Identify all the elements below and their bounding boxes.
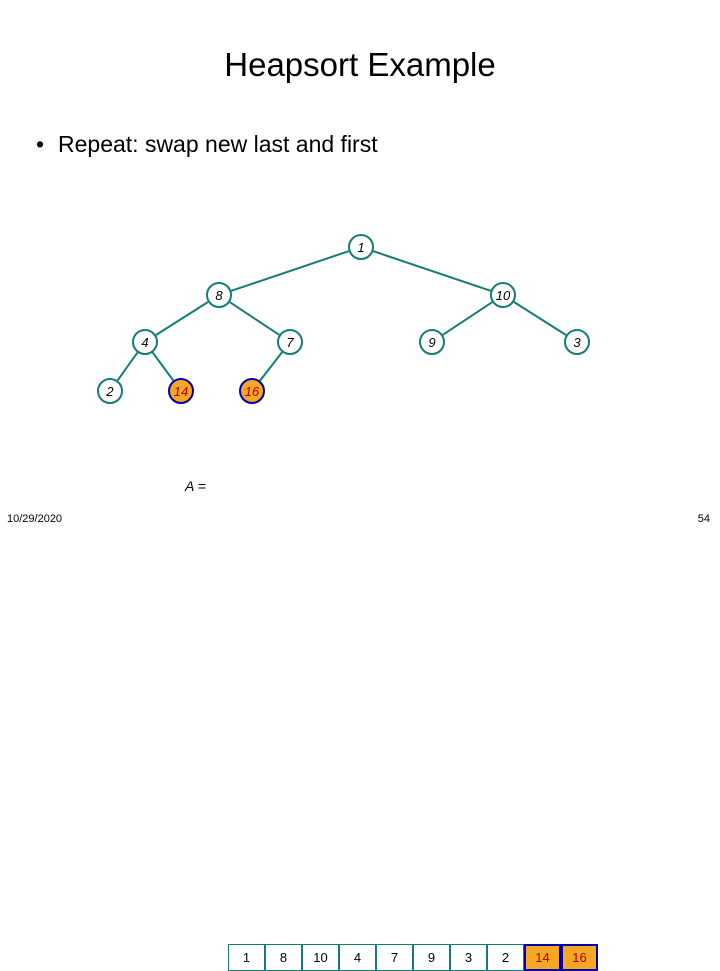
tree-node: 8 [206, 282, 232, 308]
array-cell: 4 [339, 944, 376, 971]
array-cell: 3 [450, 944, 487, 971]
tree-node: 1 [348, 234, 374, 260]
tree-edge [372, 250, 492, 292]
array-cell: 8 [265, 944, 302, 971]
tree-edge [230, 250, 350, 292]
footer-date: 10/29/2020 [7, 513, 63, 525]
slide-number: 54 [697, 513, 710, 525]
array-cell: 2 [487, 944, 524, 971]
tree-edges [116, 250, 567, 382]
array-cell: 16 [561, 944, 598, 971]
array-cell: 14 [524, 944, 561, 971]
tree-node: 4 [132, 329, 158, 355]
binary-heap-tree: 1 8 10 4 7 9 3 2 14 16 [0, 215, 720, 430]
tree-node: 14 [168, 378, 194, 404]
tree-node: 9 [419, 329, 445, 355]
tree-node: 16 [239, 378, 265, 404]
tree-edge [513, 301, 567, 336]
tree-edge [229, 301, 280, 336]
array-label: A = [185, 478, 206, 494]
tree-edge [259, 351, 283, 382]
tree-edge [442, 301, 493, 336]
tree-edge [151, 351, 175, 382]
slide-canvas: Heapsort Example • Repeat: swap new last … [0, 46, 720, 971]
tree-node: 3 [564, 329, 590, 355]
array-cell: 9 [413, 944, 450, 971]
array-cell: 1 [228, 944, 265, 971]
bullet-marker: • [36, 131, 45, 157]
tree-node: 10 [490, 282, 516, 308]
tree-node: 2 [97, 378, 123, 404]
tree-edge [155, 301, 209, 336]
tree-edge [116, 351, 139, 382]
tree-node: 7 [277, 329, 303, 355]
bullet-line: • Repeat: swap new last and first [36, 131, 696, 158]
array-cell: 10 [302, 944, 339, 971]
bullet-text: Repeat: swap new last and first [58, 131, 378, 157]
array-cell: 7 [376, 944, 413, 971]
page-title: Heapsort Example [224, 46, 496, 83]
